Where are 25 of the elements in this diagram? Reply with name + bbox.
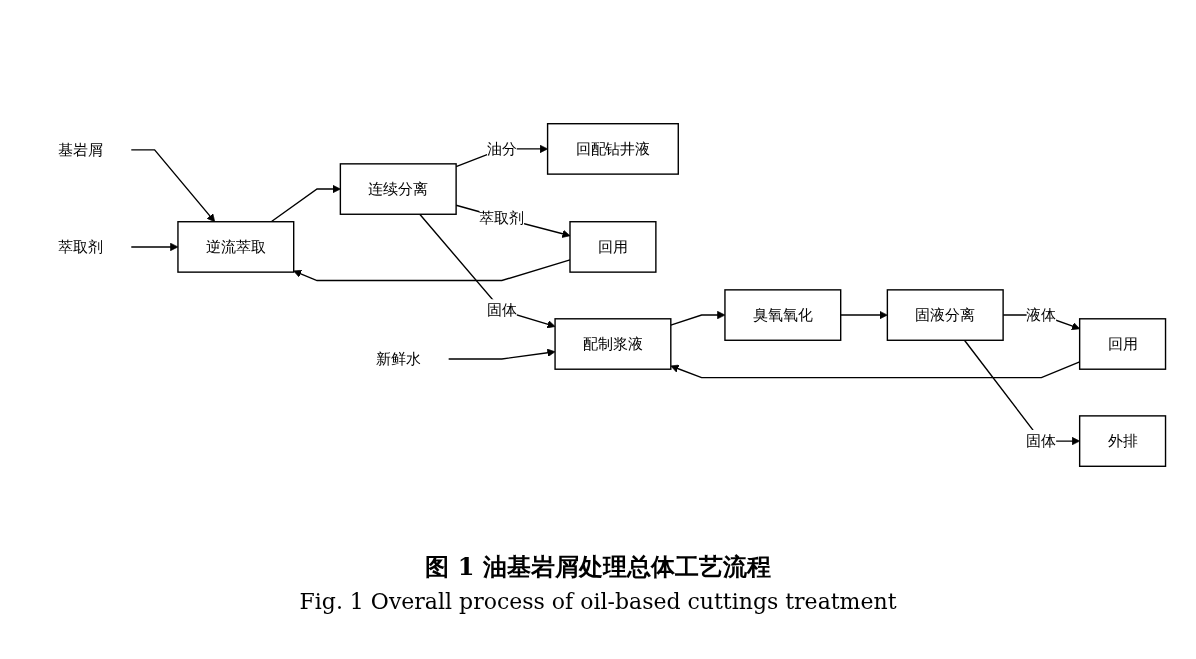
figure-caption-english: Fig. 1 Overall process of oil-based cuttings treatment bbox=[299, 589, 897, 614]
node-box: 回用 bbox=[569, 221, 657, 273]
arrow bbox=[130, 149, 216, 223]
edge-label: 萃取剂 bbox=[479, 208, 525, 227]
node-text: 新鲜水 bbox=[375, 349, 421, 368]
arrow bbox=[270, 184, 341, 223]
node-box: 连续分离 bbox=[339, 163, 457, 215]
edge-label: 固体 bbox=[486, 301, 517, 319]
figure-caption: 图 1 油基岩屑处理总体工艺流程 bbox=[425, 551, 771, 583]
arrow bbox=[419, 213, 556, 329]
node-box: 固液分离 bbox=[886, 289, 1004, 341]
node-box: 配制浆液 bbox=[554, 318, 672, 370]
node-box: 外排 bbox=[1078, 415, 1167, 467]
arrow bbox=[293, 259, 571, 282]
node-box: 逆流萃取 bbox=[177, 221, 295, 273]
node-text: 萃取剂 bbox=[58, 237, 104, 256]
node-text: 基岩屑 bbox=[58, 140, 104, 159]
arrow bbox=[840, 310, 888, 320]
edge-label: 固体 bbox=[1026, 431, 1057, 450]
node-box: 臭氧氧化 bbox=[724, 289, 842, 341]
node-box: 回用 bbox=[1078, 318, 1167, 370]
edge-label: 油分 bbox=[486, 139, 517, 158]
arrow bbox=[447, 348, 556, 360]
node-box: 回配钻井液 bbox=[546, 123, 679, 175]
edge-label: 液体 bbox=[1026, 305, 1057, 324]
